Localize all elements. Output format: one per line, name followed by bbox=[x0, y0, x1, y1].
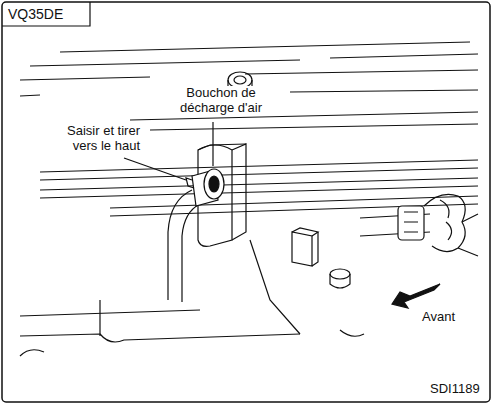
engine-block-lines bbox=[20, 240, 364, 356]
title-box bbox=[2, 2, 90, 26]
leader-line bbox=[124, 158, 186, 180]
bolts bbox=[292, 228, 350, 288]
engine-title: VQ35DE bbox=[8, 6, 63, 22]
air-bleed-plug bbox=[168, 169, 224, 302]
front-arrow bbox=[392, 284, 440, 308]
leader-line bbox=[212, 122, 213, 166]
figure-code: SDI1189 bbox=[428, 382, 482, 397]
part-name: Bouchon de décharge d'air bbox=[170, 86, 272, 116]
engine-cover-lines bbox=[20, 42, 478, 130]
instruction-note: Saisir et tirer vers le haut bbox=[38, 124, 142, 154]
direction-label: Avant bbox=[420, 310, 457, 325]
hose-connector bbox=[360, 194, 478, 256]
